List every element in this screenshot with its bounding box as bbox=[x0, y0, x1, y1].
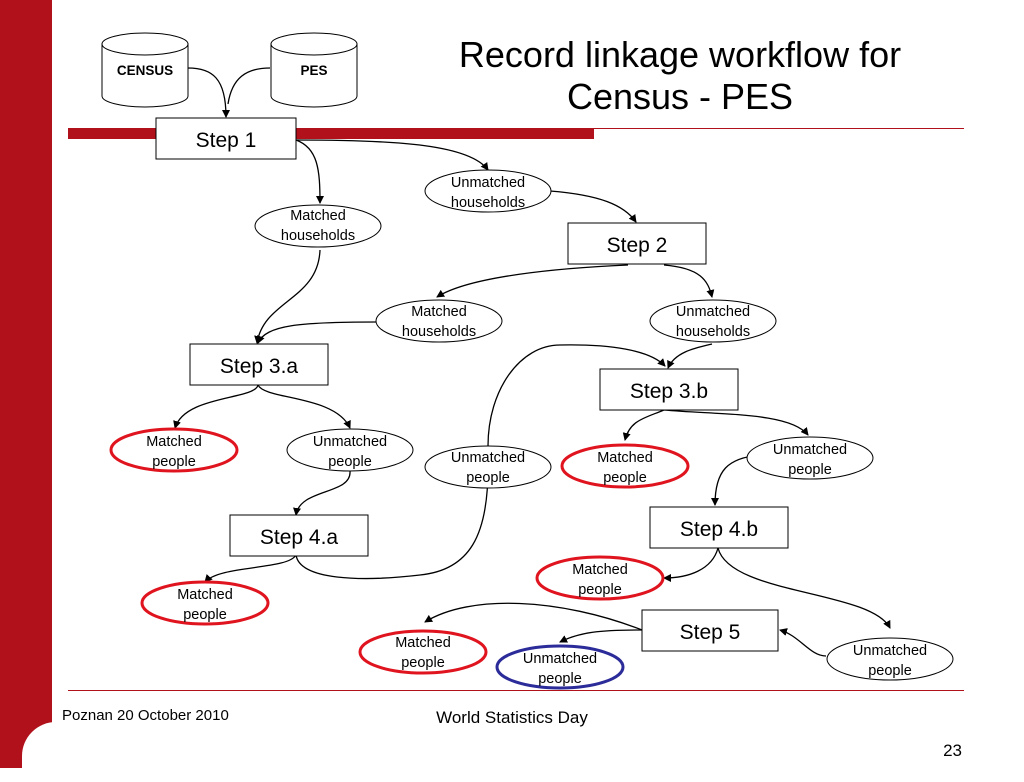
database-census-icon bbox=[101, 32, 189, 108]
outcome-label-line-1: Matched bbox=[146, 434, 202, 450]
outcome-label-line-2: households bbox=[281, 228, 355, 244]
outcome-label-line-1: Unmatched bbox=[773, 442, 847, 458]
edge-unmatched-people-to-step5 bbox=[779, 628, 827, 657]
outcome-label-line-1: Matched bbox=[597, 450, 653, 466]
footer-rule bbox=[68, 690, 964, 691]
outcome-label-line-1: Matched bbox=[572, 562, 628, 578]
outcome-label-line-2: people bbox=[466, 470, 510, 486]
edge-matched-households-to-step3a bbox=[254, 249, 321, 344]
edge-step1-to-matched-households bbox=[295, 139, 324, 204]
outcome-label-line-2: households bbox=[402, 324, 476, 340]
step3a-matched-people: Matched people bbox=[109, 427, 239, 473]
step-3b-box: Step 3.b bbox=[599, 368, 739, 411]
edge-step5-to-unmatched-people bbox=[559, 629, 643, 643]
outcome-label-line-1: Unmatched bbox=[523, 651, 597, 667]
page-number: 23 bbox=[943, 741, 962, 760]
step-1-box: Step 1 bbox=[155, 117, 297, 160]
edge-census-to-step1 bbox=[187, 67, 230, 118]
step3b-unmatched-people: Unmatched people bbox=[746, 436, 874, 480]
step3b-matched-people: Matched people bbox=[560, 443, 690, 489]
edge-step4a-to-unmatched-people bbox=[295, 467, 492, 580]
step2-matched-households: Matched households bbox=[375, 299, 503, 343]
outcome-label-line-1: Matched bbox=[411, 304, 467, 320]
step-4a-label: Step 4.a bbox=[260, 526, 339, 549]
edge-step2-to-matched-households bbox=[436, 264, 629, 298]
slide-title: Record linkage workflow for Census - PES bbox=[400, 34, 960, 118]
step-2-box: Step 2 bbox=[567, 222, 707, 265]
outcome-label-line-1: Matched bbox=[395, 635, 451, 651]
outcome-label-line-1: Unmatched bbox=[451, 450, 525, 466]
step-4b-label: Step 4.b bbox=[680, 518, 758, 541]
edge-unmatched-households-to-step2 bbox=[549, 190, 637, 223]
edge-step4b-to-matched-people bbox=[663, 547, 719, 582]
outcome-label-line-1: Matched bbox=[290, 208, 346, 224]
outcome-label-line-2: people bbox=[578, 582, 622, 598]
step4b-unmatched-people: Unmatched people bbox=[826, 637, 954, 681]
step4a-unmatched-people: Unmatched people bbox=[424, 445, 552, 489]
edge-step4a-to-matched-people bbox=[204, 554, 297, 583]
step5-unmatched-people: Unmatched people bbox=[495, 644, 625, 690]
step1-matched-households: Matched households bbox=[254, 204, 382, 248]
edge-unmatched-people-to-step3b bbox=[487, 344, 666, 447]
outcome-label-line-1: Unmatched bbox=[676, 304, 750, 320]
step4b-matched-people: Matched people bbox=[535, 555, 665, 601]
outcome-label-line-2: households bbox=[451, 195, 525, 211]
step-3a-box: Step 3.a bbox=[189, 343, 329, 386]
footer-date-location: Poznan 20 October 2010 bbox=[62, 707, 229, 724]
step-4b-box: Step 4.b bbox=[649, 506, 789, 549]
outcome-label-line-2: people bbox=[603, 470, 647, 486]
edge-step5-to-matched-people bbox=[424, 602, 643, 631]
step2-unmatched-households: Unmatched households bbox=[649, 299, 777, 343]
step-5-box: Step 5 bbox=[641, 609, 779, 652]
left-accent-bar bbox=[0, 0, 52, 768]
outcome-label-line-2: people bbox=[183, 607, 227, 623]
outcome-label-line-2: people bbox=[788, 462, 832, 478]
database-census: CENSUS bbox=[101, 32, 189, 108]
step-5-label: Step 5 bbox=[680, 621, 741, 644]
step-1-label: Step 1 bbox=[196, 129, 257, 152]
edge-step1-to-unmatched-households bbox=[295, 139, 489, 171]
outcome-label-line-2: people bbox=[152, 454, 196, 470]
edge-unmatched-people-to-step4a bbox=[293, 470, 351, 516]
database-pes-icon bbox=[270, 32, 358, 108]
outcome-label-line-2: people bbox=[328, 454, 372, 470]
slide-title-line-2: Census - PES bbox=[566, 76, 794, 117]
step-3a-label: Step 3.a bbox=[220, 355, 299, 378]
step1-unmatched-households: Unmatched households bbox=[424, 169, 552, 213]
outcome-label-line-2: households bbox=[676, 324, 750, 340]
title-underline-bar bbox=[68, 128, 594, 139]
step4a-matched-people: Matched people bbox=[140, 580, 270, 626]
edge-step3b-to-matched-people bbox=[622, 409, 665, 441]
edge-matched-households2-to-step3a bbox=[257, 321, 377, 344]
outcome-label-line-1: Unmatched bbox=[313, 434, 387, 450]
outcome-label-line-1: Matched bbox=[177, 587, 233, 603]
edge-step3a-to-unmatched-people bbox=[257, 384, 351, 429]
edge-step2-to-unmatched-households bbox=[663, 264, 715, 298]
step-4a-box: Step 4.a bbox=[229, 514, 369, 557]
edge-step3b-to-unmatched-people bbox=[663, 409, 809, 436]
footer-event: World Statistics Day bbox=[436, 708, 588, 727]
step-2-label: Step 2 bbox=[607, 234, 668, 257]
database-pes: PES bbox=[270, 32, 358, 108]
title-underline-rule bbox=[594, 128, 964, 129]
edge-step3a-to-matched-people bbox=[173, 384, 259, 429]
outcome-label-line-1: Unmatched bbox=[451, 175, 525, 191]
database-census-label: CENSUS bbox=[117, 63, 173, 78]
edge-step4b-to-unmatched-people bbox=[717, 547, 891, 629]
edge-unmatched-households-to-step3b bbox=[667, 343, 713, 369]
database-pes-label: PES bbox=[300, 63, 327, 78]
connectors bbox=[173, 67, 891, 657]
step5-matched-people: Matched people bbox=[358, 629, 488, 675]
slide-title-line-1: Record linkage workflow for bbox=[458, 34, 902, 75]
outcome-label-line-2: people bbox=[538, 671, 582, 687]
outcome-label-line-2: people bbox=[401, 655, 445, 671]
edge-pes-to-step1 bbox=[227, 67, 271, 105]
step-3b-label: Step 3.b bbox=[630, 380, 708, 403]
outcome-label-line-1: Unmatched bbox=[853, 643, 927, 659]
step3a-unmatched-people: Unmatched people bbox=[286, 428, 414, 472]
outcome-label-line-2: people bbox=[868, 663, 912, 679]
